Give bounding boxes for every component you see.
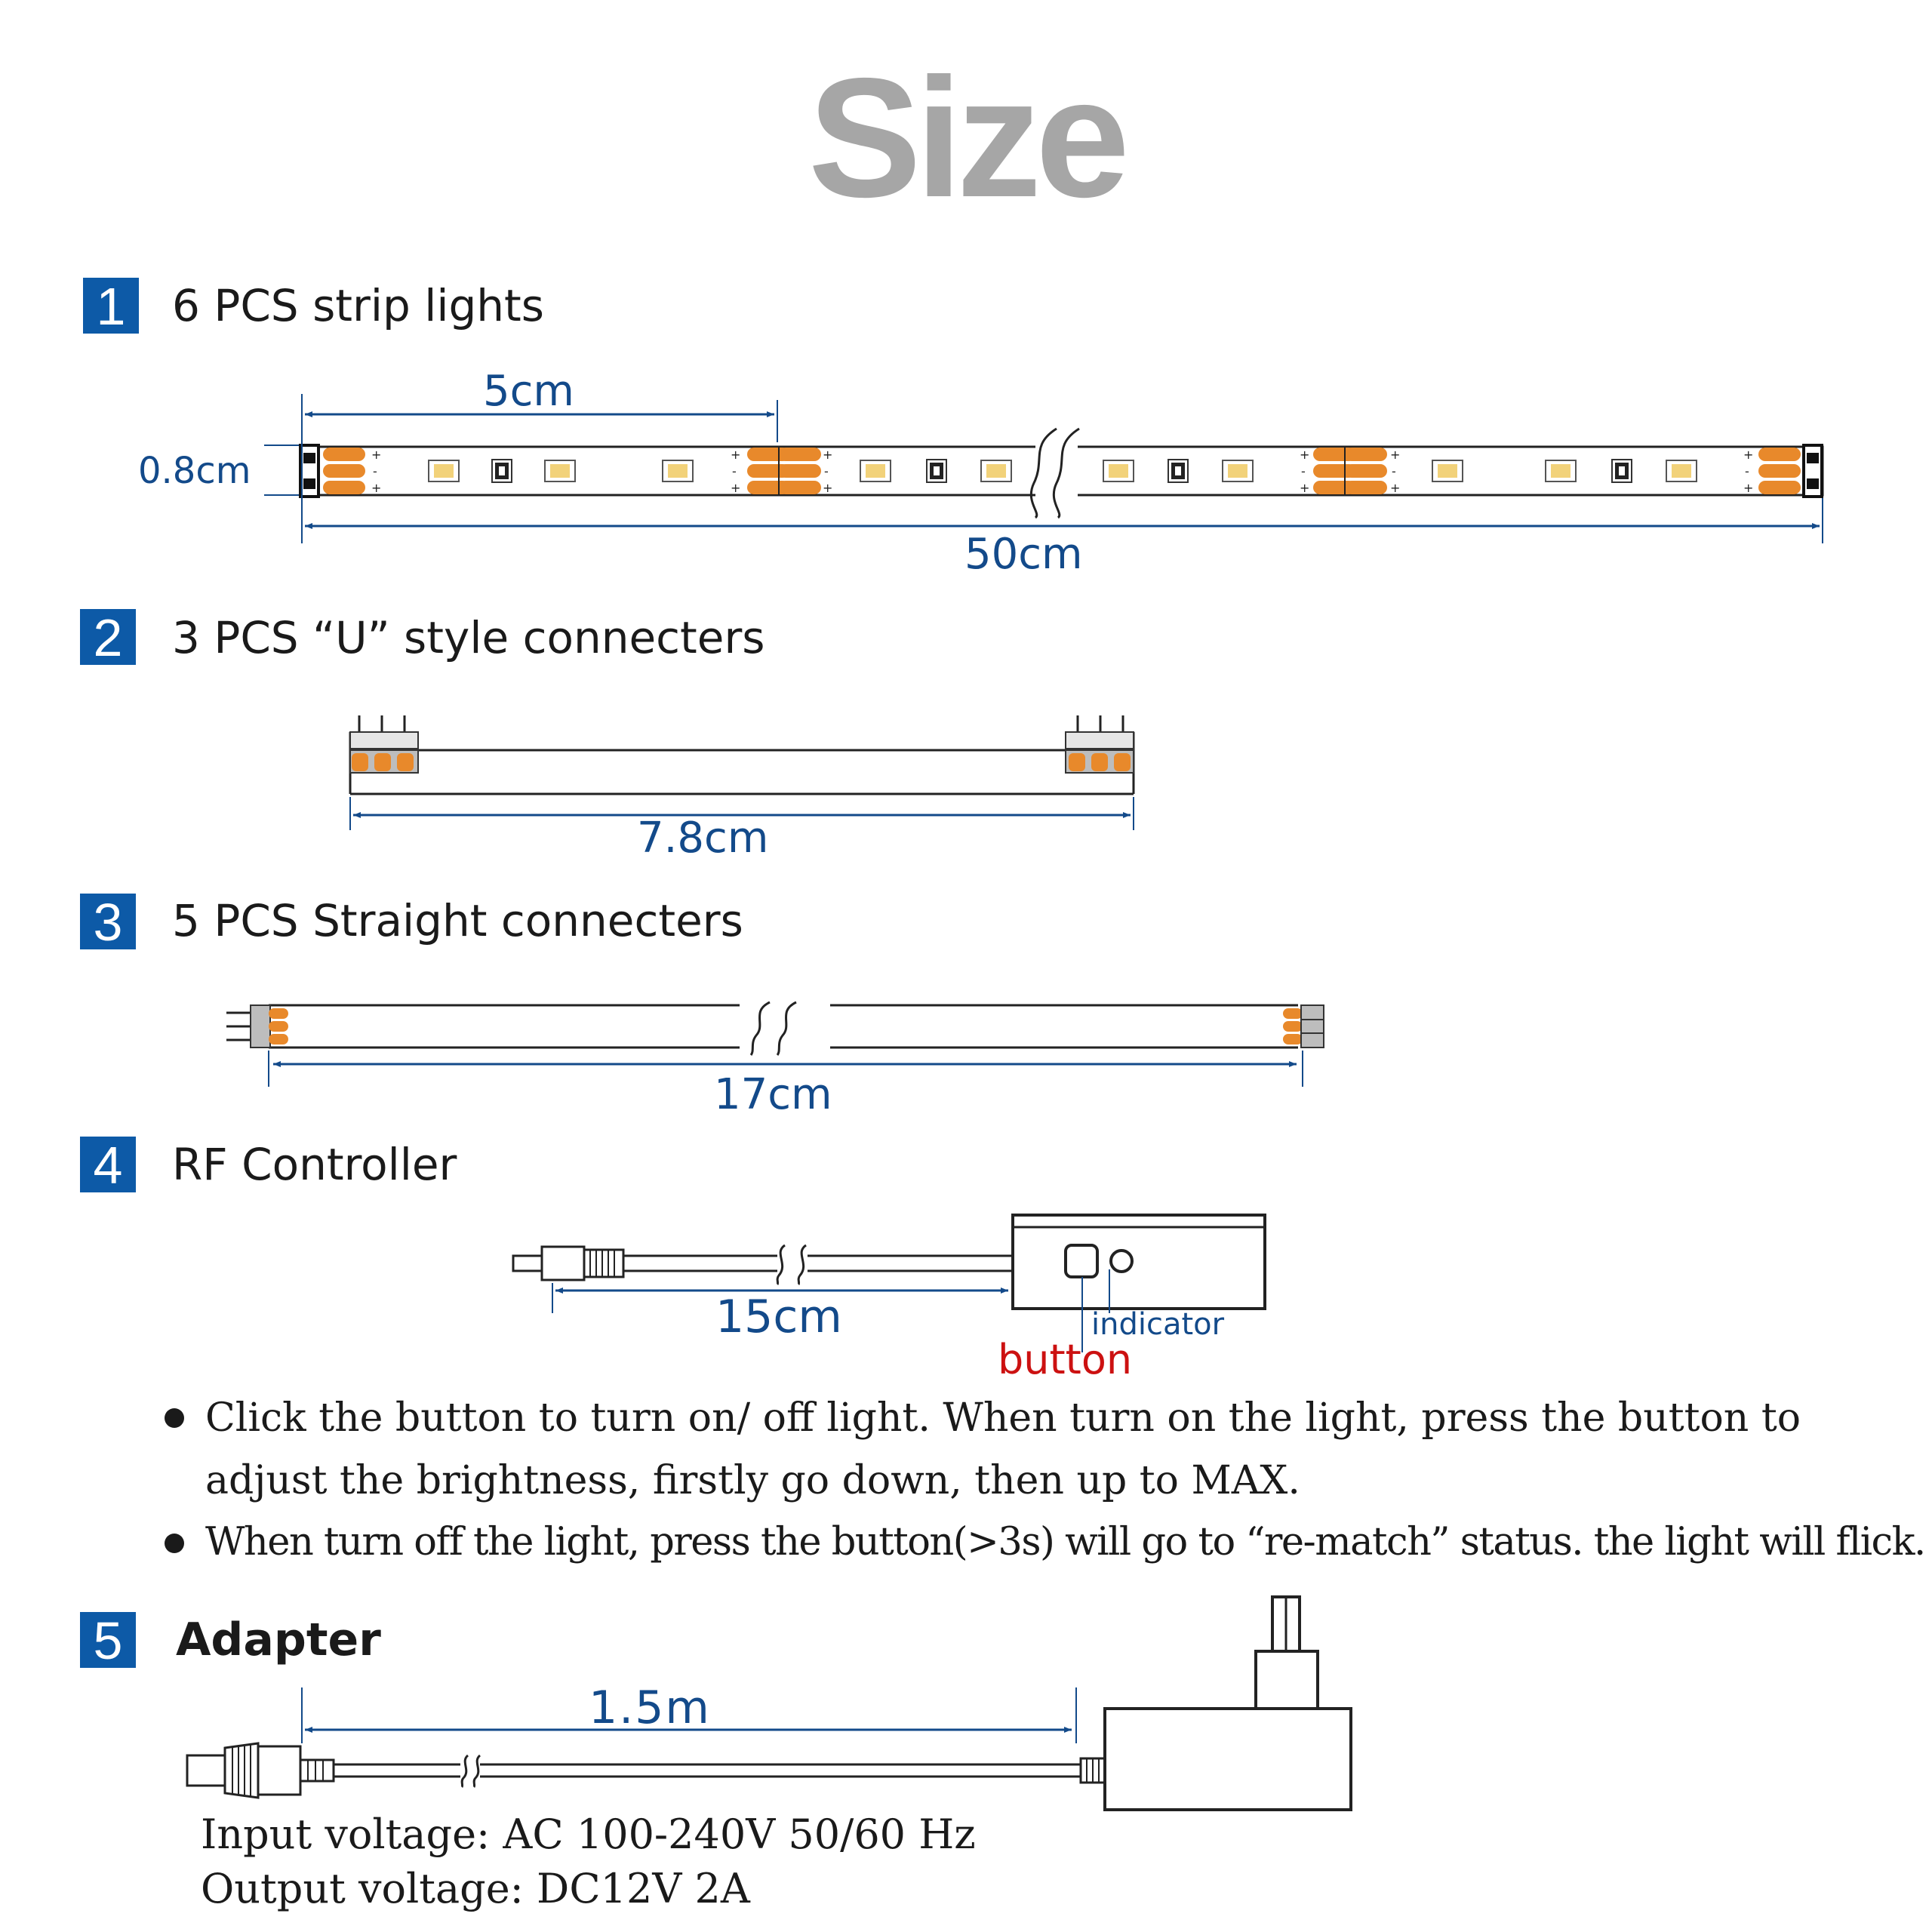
svg-text:+: + bbox=[1390, 481, 1400, 495]
rf-controller-drawing bbox=[512, 1214, 1266, 1352]
section-1-label: 6 PCS strip lights bbox=[172, 280, 544, 331]
strip-segment-length-label: 5cm bbox=[483, 367, 574, 416]
adapter-input-voltage: Input voltage: AC 100-240V 50/60 Hz bbox=[201, 1810, 976, 1858]
indicator-label: indicator bbox=[1091, 1307, 1225, 1342]
svg-text:-: - bbox=[1392, 464, 1396, 478]
svg-text:+: + bbox=[371, 481, 381, 495]
svg-text:+: + bbox=[1300, 481, 1309, 495]
section-2-number: 2 bbox=[80, 609, 136, 666]
button-label: button bbox=[998, 1336, 1133, 1383]
instruction-2-line-1: When turn off the light, press the butto… bbox=[205, 1520, 1926, 1564]
section-1-number: 1 bbox=[83, 278, 139, 335]
straight-connector-length-label: 17cm bbox=[714, 1070, 832, 1119]
section-5-number: 5 bbox=[80, 1612, 136, 1669]
section-2-label: 3 PCS “U” style connecters bbox=[172, 612, 765, 663]
adapter-output-voltage: Output voltage: DC12V 2A bbox=[201, 1865, 750, 1912]
u-connector-drawing bbox=[349, 715, 1135, 830]
instruction-1-line-2: adjust the brightness, firstly go down, … bbox=[205, 1458, 1300, 1503]
svg-text:+: + bbox=[823, 448, 832, 462]
strip-width-label: 0.8cm bbox=[138, 450, 251, 492]
bullet-2 bbox=[165, 1534, 184, 1553]
u-connector-length-label: 7.8cm bbox=[637, 814, 769, 863]
adapter-cable-length-label: 1.5m bbox=[589, 1681, 711, 1734]
svg-text:+: + bbox=[1743, 481, 1753, 495]
bullet-1 bbox=[165, 1408, 184, 1428]
strip-light-drawing: + - + + - + + - + + - + + - + + - + bbox=[264, 394, 1824, 543]
section-3-label: 5 PCS Straight connecters bbox=[172, 895, 743, 946]
section-5-label: Adapter bbox=[176, 1614, 381, 1666]
svg-text:+: + bbox=[371, 448, 381, 462]
svg-text:+: + bbox=[731, 481, 740, 495]
page-title: Size bbox=[808, 42, 1130, 232]
svg-text:-: - bbox=[824, 464, 829, 478]
svg-text:-: - bbox=[1301, 464, 1306, 478]
instruction-1-line-1: Click the button to turn on/ off light. … bbox=[205, 1395, 1801, 1441]
svg-text:-: - bbox=[373, 464, 377, 478]
section-4-label: RF Controller bbox=[172, 1139, 457, 1190]
straight-connector-drawing bbox=[226, 1001, 1324, 1087]
adapter-drawing bbox=[186, 1595, 1352, 1811]
svg-text:+: + bbox=[731, 448, 740, 462]
svg-text:+: + bbox=[1300, 448, 1309, 462]
svg-text:+: + bbox=[823, 481, 832, 495]
section-4-number: 4 bbox=[80, 1137, 136, 1194]
strip-total-length-label: 50cm bbox=[964, 530, 1083, 579]
svg-text:+: + bbox=[1743, 448, 1753, 462]
svg-text:+: + bbox=[1390, 448, 1400, 462]
svg-text:-: - bbox=[1745, 464, 1749, 478]
svg-text:-: - bbox=[732, 464, 737, 478]
section-3-number: 3 bbox=[80, 894, 136, 951]
controller-cable-length-label: 15cm bbox=[715, 1291, 842, 1343]
